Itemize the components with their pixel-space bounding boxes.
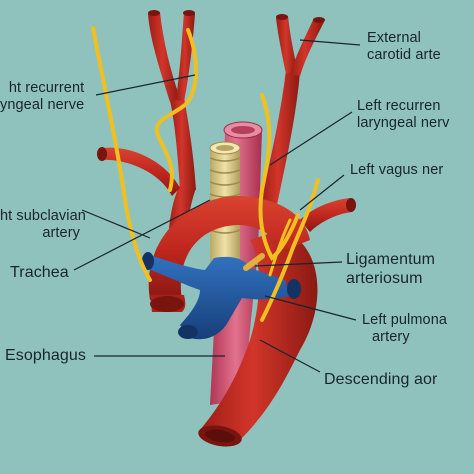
external-carotid-line1: External xyxy=(367,30,421,46)
left-vagus-line1: Left vagus ner xyxy=(350,162,444,178)
nerves xyxy=(91,26,320,322)
left-vagus-label: Left vagus ner xyxy=(350,162,443,179)
left-pulmonary-label: Left pulmona artery xyxy=(362,312,447,346)
left-recurrent-label: Left recurren laryngeal nerv xyxy=(357,98,449,132)
right-recurrent-line2: yngeal nerve xyxy=(0,97,85,113)
right-subclavian-line2: artery xyxy=(42,225,80,241)
esophagus-label: Esophagus xyxy=(5,346,86,365)
left-common-carotid xyxy=(260,14,325,210)
left-recurrent-laryngeal-nerve xyxy=(258,93,300,262)
ligamentum-line2: arteriosum xyxy=(346,270,423,287)
left-recurrent-line2: laryngeal nerv xyxy=(357,115,450,131)
right-subclavian-line1: ht subclavian xyxy=(0,208,86,224)
trachea-line1: Trachea xyxy=(10,264,69,281)
left-pulmonary-line2: artery xyxy=(372,329,410,345)
right-recurrent-label: ht recurrent yngeal nerve xyxy=(0,80,84,114)
ligamentum-label: Ligamentum arteriosum xyxy=(346,250,435,288)
left-subclavian xyxy=(300,198,356,232)
left-vagus-nerve xyxy=(260,178,320,322)
trachea-label: Trachea xyxy=(10,263,69,282)
external-carotid-label: External carotid arte xyxy=(367,30,441,64)
ligamentum-arteriosum xyxy=(243,253,265,271)
right-recurrent-laryngeal-nerve xyxy=(154,28,198,192)
esophagus-line1: Esophagus xyxy=(5,347,86,364)
right-subclavian-label: ht subclavian artery xyxy=(0,208,86,242)
ligamentum-line1: Ligamentum xyxy=(346,251,436,268)
left-recurrent-line1: Left recurren xyxy=(357,98,441,114)
right-vagus-nerve xyxy=(91,26,152,282)
aorta xyxy=(148,195,318,447)
descending-aorta-label: Descending aor xyxy=(324,370,437,389)
left-pulmonary-line1: Left pulmona xyxy=(362,312,448,328)
leader-lines xyxy=(73,39,361,373)
external-carotid-line2: carotid arte xyxy=(367,47,441,63)
descending-aorta-line1: Descending aor xyxy=(324,371,438,388)
right-recurrent-line1: ht recurrent xyxy=(8,80,85,96)
pulmonary-arteries xyxy=(142,252,301,340)
